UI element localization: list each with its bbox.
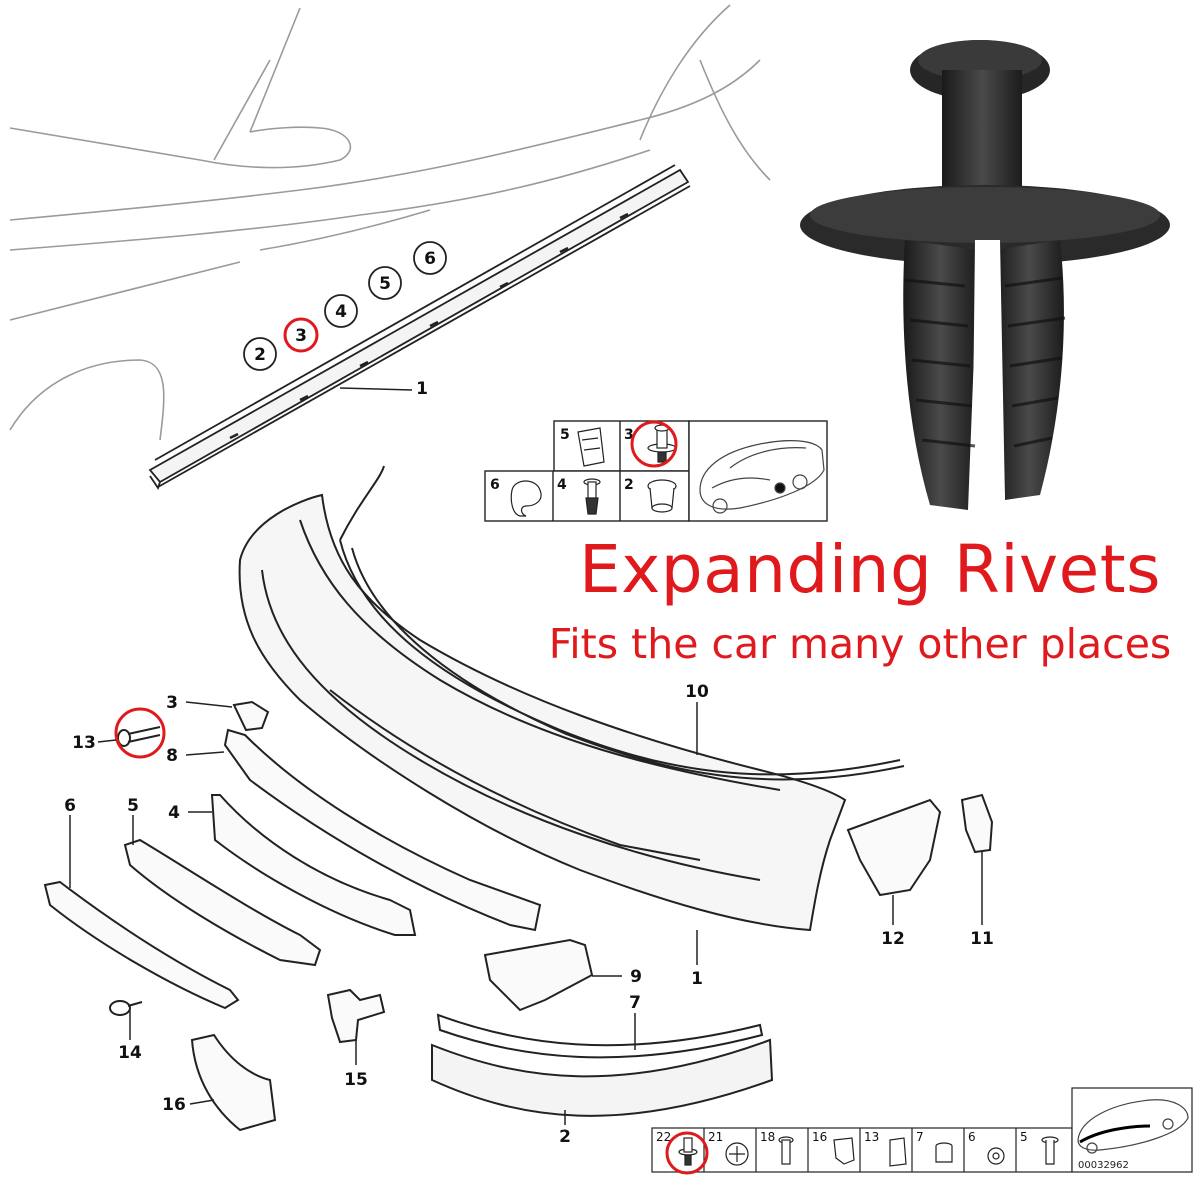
label-10: 10 <box>685 682 709 702</box>
side-bracket <box>846 798 942 897</box>
strip-rivet-highlight <box>665 1131 709 1175</box>
expanding-rivet-photo <box>800 40 1170 510</box>
car-body-sketch <box>9 4 771 441</box>
strip-cell-6-label: 6 <box>968 1130 976 1144</box>
strip-screw-icon <box>1041 1136 1059 1165</box>
side-sill-part <box>148 164 691 491</box>
strip-cap-icon <box>935 1142 953 1163</box>
lower-grille-panel <box>210 794 417 936</box>
side-clip <box>960 793 994 854</box>
table-icons <box>510 420 678 517</box>
label-5: 5 <box>127 796 139 816</box>
headline-title: Expanding Rivets <box>579 531 1161 608</box>
strip-cell-16-label: 16 <box>812 1130 827 1144</box>
license-frame <box>123 838 322 967</box>
bumper-labels: 3 13 8 4 5 6 10 1 9 7 12 11 14 15 16 2 <box>64 682 994 1147</box>
label-12: 12 <box>881 929 905 949</box>
grommet-icon <box>510 480 542 517</box>
table-cell-4-label: 4 <box>557 477 567 493</box>
strip-bracket-icon <box>889 1137 907 1167</box>
strip-washer-icon <box>725 1142 749 1166</box>
strip-cell-22-label: 22 <box>656 1130 671 1144</box>
clip-icon <box>577 427 605 467</box>
label-9: 9 <box>630 967 642 987</box>
table-cell-3-label: 3 <box>624 427 634 443</box>
label-11: 11 <box>970 929 994 949</box>
small-parts-table-labels: 5 3 6 4 2 <box>490 427 634 493</box>
table-rivet-highlight <box>630 420 678 468</box>
sill-callout-5: 5 <box>368 266 402 300</box>
strip-cell-13-label: 13 <box>864 1130 879 1144</box>
strip-ring-icon <box>987 1147 1005 1165</box>
nut-icon <box>647 479 677 513</box>
rivet-13-part <box>117 726 161 747</box>
strip-cell-5-label: 5 <box>1020 1130 1028 1144</box>
label-2: 2 <box>559 1127 571 1147</box>
label-6: 6 <box>64 796 76 816</box>
label-3: 3 <box>166 693 178 713</box>
bottom-strip-labels: 22 21 18 16 13 7 6 5 00032962 <box>656 1130 1129 1171</box>
table-cell-6-label: 6 <box>490 477 500 493</box>
sill-callout-2-label: 2 <box>254 345 266 365</box>
sill-callout-5-label: 5 <box>379 274 391 294</box>
strip-cell-18-label: 18 <box>760 1130 775 1144</box>
bottom-strip-icons <box>665 1131 1059 1175</box>
tow-cover <box>232 700 270 732</box>
table-cell-2-label: 2 <box>624 477 634 493</box>
bumper-seal-strip <box>339 465 905 781</box>
strip-cell-7-label: 7 <box>916 1130 924 1144</box>
bumper-carrier-strip <box>223 728 542 932</box>
lower-trim-strip <box>43 880 240 1010</box>
rivet-13-highlight <box>114 707 166 759</box>
bracket-clip <box>326 988 386 1044</box>
sill-callout-4-label: 4 <box>335 302 347 322</box>
sill-callout-6-label: 6 <box>424 249 436 269</box>
screw-icon <box>583 478 601 515</box>
car-thumbnail-icon <box>699 440 825 514</box>
sill-callout-3-label: 3 <box>295 326 307 346</box>
sill-callout-4: 4 <box>324 294 358 328</box>
bumper-lower-strip <box>431 1038 774 1117</box>
deflector-part <box>190 1033 277 1132</box>
label-13: 13 <box>72 733 96 753</box>
label-4: 4 <box>168 803 180 823</box>
table-cell-5-label: 5 <box>560 427 570 443</box>
sill-callouts: 2 3 4 5 6 1 <box>243 241 447 399</box>
lip-spoiler <box>436 1013 764 1059</box>
rivet-14-part <box>109 1000 143 1016</box>
strip-clip-icon <box>833 1137 855 1165</box>
bumper-cover <box>238 493 847 932</box>
strip-car-thumbnail-icon <box>1077 1099 1189 1154</box>
label-8: 8 <box>166 746 178 766</box>
bumper-assembly <box>43 465 994 1132</box>
sill-part-label: 1 <box>416 379 428 399</box>
diagram-code: 00032962 <box>1078 1160 1129 1171</box>
label-14: 14 <box>118 1043 142 1063</box>
label-1: 1 <box>691 969 703 989</box>
sill-callout-2: 2 <box>243 337 277 371</box>
sill-leader-line <box>339 387 413 391</box>
bumper-leader-lines <box>69 701 983 1125</box>
air-duct-piece <box>483 938 594 1012</box>
label-7: 7 <box>629 993 641 1013</box>
strip-rivet-icon <box>678 1137 698 1166</box>
sill-callout-6: 6 <box>413 241 447 275</box>
strip-bolt-icon <box>778 1136 794 1165</box>
sill-callout-3-highlighted: 3 <box>283 317 319 353</box>
label-15: 15 <box>344 1070 368 1090</box>
rivet-icon <box>647 424 677 463</box>
label-16: 16 <box>162 1095 186 1115</box>
bottom-parts-strip <box>651 1087 1193 1173</box>
strip-cell-21-label: 21 <box>708 1130 723 1144</box>
headline-subtitle: Fits the car many other places <box>548 620 1172 668</box>
